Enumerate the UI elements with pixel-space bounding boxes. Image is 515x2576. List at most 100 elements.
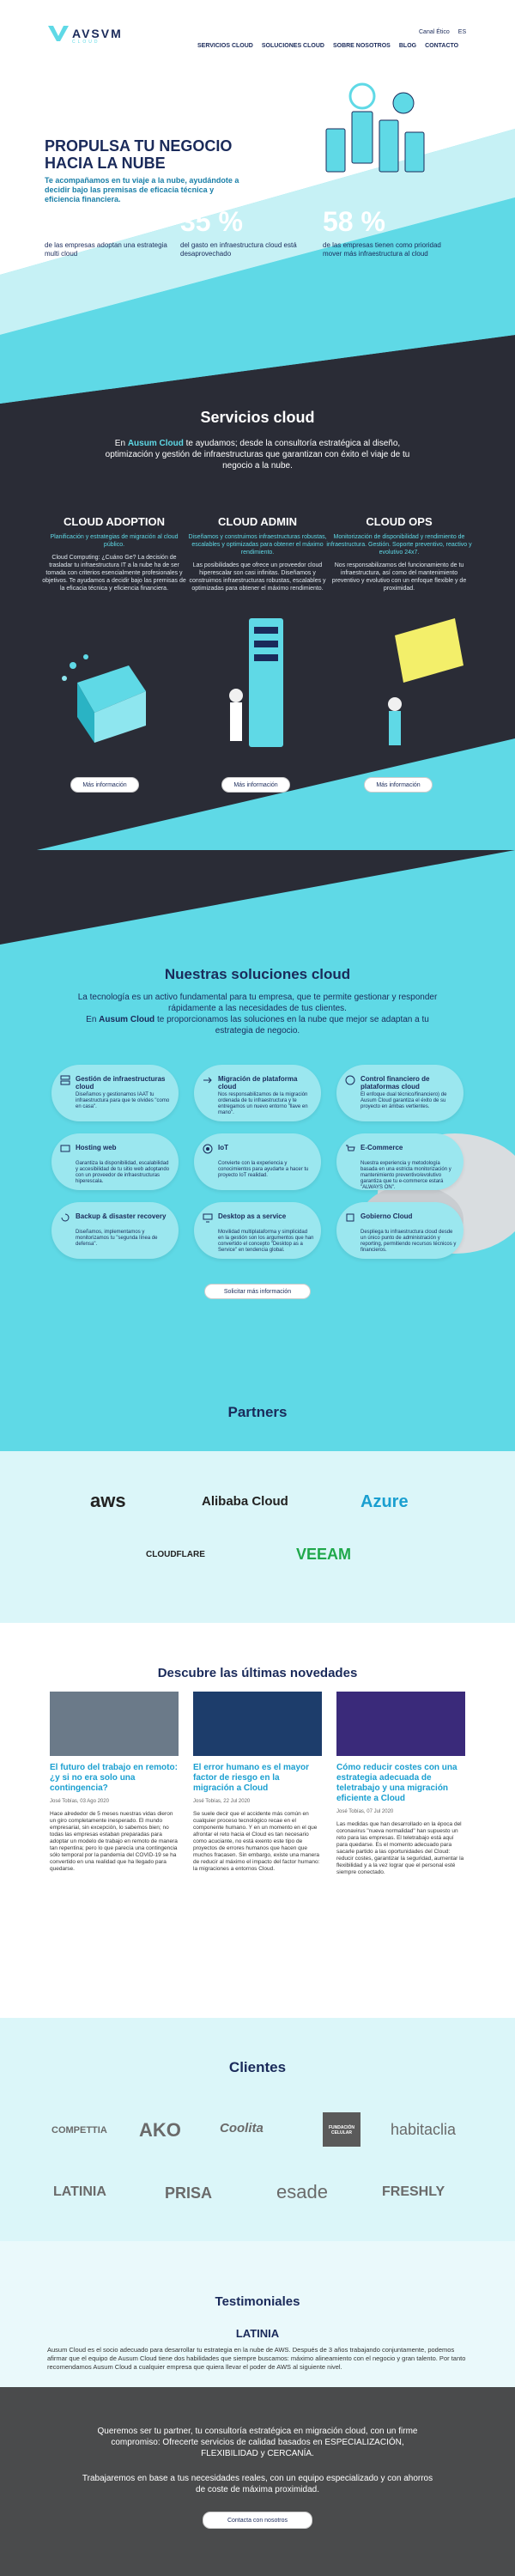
solution-card-ecommerce[interactable]: E-Commerce Nuestra experiencia y metodol… (336, 1133, 464, 1190)
stat-value: 35 % (180, 206, 243, 237)
server-icon (60, 1075, 70, 1085)
solution-card-text: Convierte con la experiencia y conocimie… (218, 1161, 309, 1178)
nav-contacto[interactable]: CONTACTO (425, 43, 459, 49)
partner-azure: Azure (360, 1492, 409, 1511)
solution-card-title: Hosting web (76, 1144, 117, 1151)
solution-card-migration[interactable]: Migración de plataforma cloud Nos respon… (194, 1065, 321, 1121)
blog-post-image[interactable] (336, 1692, 465, 1756)
services-intro-pre: En (114, 439, 128, 448)
service-cloud-adoption: CLOUD ADOPTION Planificación y estrategi… (41, 515, 187, 592)
cloud-admin-more-button[interactable]: Más información (221, 777, 290, 793)
client-coolita: Coolita (220, 2121, 264, 2136)
stat-value: 58 % (323, 206, 385, 237)
blog-post-date: José Tobías, 03 Ago 2020 (50, 1799, 109, 1804)
footer-commitment: Queremos ser tu partner, tu consultoría … (97, 2427, 418, 2458)
nav-sobre-nosotros[interactable]: SOBRE NOSOTROS (332, 43, 391, 49)
solution-card-text: Nos responsabilizamos de la migración or… (218, 1092, 308, 1115)
solutions-intro-brand: Ausum Cloud (99, 1015, 155, 1024)
cloud-adoption-more-button[interactable]: Más información (70, 777, 139, 793)
testimonial-text: Ausum Cloud es el socio adecuado para de… (47, 2346, 466, 2371)
solution-card-text: Garantiza la disponibilidad, escalabilid… (76, 1161, 170, 1184)
stat-label: del gasto en infraestructura cloud está … (180, 241, 297, 258)
solution-card-title: Migración de plataforma cloud (218, 1075, 298, 1091)
client-fundacion: FUNDACIÓN CELULAR (323, 2112, 360, 2147)
nav-soluciones-cloud[interactable]: SOLUCIONES CLOUD (261, 43, 324, 49)
solutions-intro-pre: En (86, 1015, 100, 1024)
client-freshly: FRESHLY (382, 2184, 445, 2199)
solution-card-iot[interactable]: IoT Convierte con la experiencia y conoc… (194, 1133, 321, 1190)
cloud-ops-more-button[interactable]: Más información (364, 777, 433, 793)
request-info-button[interactable]: Solicitar más información (204, 1284, 311, 1299)
server-stack-illustration (325, 82, 425, 173)
clients-title: Clientes (228, 2059, 287, 2075)
blog-post-text: Las medidas que han desarrollado en la é… (336, 1821, 464, 1875)
partner-veeam: VEEAM (296, 1546, 352, 1563)
service-text: Nos responsabilizamos del funcionamiento… (331, 562, 467, 592)
client-esade: esade (276, 2181, 328, 2202)
migration-icon (203, 1077, 212, 1084)
language-selector[interactable]: ES (457, 29, 467, 35)
partners-section (0, 1451, 515, 1623)
service-highlight: Diseñamos y construimos infraestructuras… (188, 534, 327, 556)
blog-post-text: Se suele decir que el accidente más comú… (193, 1811, 320, 1872)
blog-post[interactable]: El error humano es el mayor factor de ri… (193, 1692, 322, 1873)
solutions-intro-line2: En Ausum Cloud te proporcionamos las sol… (77, 1014, 438, 1036)
nav-blog[interactable]: BLOG (398, 43, 417, 49)
solution-card-infra-management[interactable]: Gestión de infraestructuras cloud Diseña… (52, 1065, 179, 1121)
solution-card-financial-control[interactable]: Control financiero de plataformas cloud … (336, 1065, 464, 1121)
blog-post-title[interactable]: El error humano es el mayor factor de ri… (193, 1763, 310, 1793)
stat-label: de las empresas adoptan una estrategia m… (45, 241, 167, 258)
blog-post-date: José Tobías, 07 Jul 2020 (336, 1809, 394, 1814)
service-title: CLOUD ADMIN (218, 515, 297, 528)
solution-card-text: Nuestra experiencia y metodología basada… (360, 1161, 451, 1190)
solution-card-hosting[interactable]: Hosting web Garantiza la disponibilidad,… (52, 1133, 179, 1190)
main-nav: SERVICIOS CLOUD SOLUCIONES CLOUD SOBRE N… (197, 43, 458, 49)
brand-sub: CLOUD (72, 39, 100, 45)
blog-post-image[interactable] (50, 1692, 179, 1756)
client-compettia: COMPETTIA (52, 2125, 107, 2136)
solution-card-title: Gobierno Cloud (360, 1212, 413, 1220)
testimonials-section (0, 2241, 515, 2387)
solution-card-title: Control financiero de plataformas cloud (360, 1075, 430, 1091)
nav-servicios-cloud[interactable]: SERVICIOS CLOUD (197, 43, 253, 49)
solution-card-governance[interactable]: Gobierno Cloud Despliega tu infraestruct… (336, 1202, 464, 1259)
canal-etico-link[interactable]: Canal Ético (419, 29, 450, 35)
service-cloud-ops: CLOUD OPS Monitorización de disponibilid… (326, 515, 472, 592)
cloud-ops-illustration (388, 618, 464, 745)
hero-title: PROPULSA TU NEGOCIO HACIA LA NUBE (45, 137, 233, 172)
services-intro-brand: Ausum Cloud (127, 439, 184, 448)
blog-post-text: Hace alrededor de 5 meses nuestras vidas… (50, 1811, 178, 1872)
desktop-icon (203, 1213, 213, 1223)
blog-post-title[interactable]: El futuro del trabajo en remoto: ¿y si n… (50, 1763, 178, 1793)
testimonial-logo: LATINIA (235, 2327, 280, 2340)
stat-value: 84 % (45, 206, 107, 237)
blog-title: Descubre las últimas novedades (157, 1666, 358, 1680)
brand-logo[interactable]: AVSVM CLOUD (48, 26, 123, 45)
client-latinia: LATINIA (53, 2184, 106, 2199)
solutions-title: Nuestras soluciones cloud (164, 966, 351, 982)
service-highlight: Monitorización de disponibilidad y rendi… (326, 534, 472, 556)
client-prisa: PRISA (165, 2184, 213, 2202)
blog-post[interactable]: El futuro del trabajo en remoto: ¿y si n… (50, 1692, 179, 1873)
cloud-adoption-illustration (62, 654, 146, 743)
contact-button[interactable]: Contacta con nosotros (203, 2512, 312, 2529)
partner-cloudflare: CLOUDFLARE (146, 1550, 205, 1559)
solution-card-daas[interactable]: Desktop as a service Movilidad multiplat… (194, 1202, 321, 1259)
partner-aws: aws (90, 1490, 126, 1511)
solution-card-text: Diseñamos y gestionamos IAAT tu infraest… (76, 1092, 170, 1109)
iot-icon (203, 1144, 213, 1154)
solution-card-backup[interactable]: Backup & disaster recovery Diseñamos, im… (52, 1202, 179, 1259)
solutions-intro-post: te proporcionamos las soluciones en la n… (154, 1015, 429, 1036)
services-intro: En Ausum Cloud te ayudamos; desde la con… (94, 438, 421, 471)
client-ako: AKO (139, 2119, 181, 2141)
blog-post[interactable]: Cómo reducir costes con una estrategia a… (336, 1692, 465, 1876)
blog-post-image[interactable] (193, 1692, 322, 1756)
cart-icon (346, 1145, 355, 1151)
service-text: Cloud Computing: ¿Cuáno Ge? La decisión … (42, 555, 186, 592)
footer-needs: Trabajaremos en base a tus necesidades r… (82, 2474, 433, 2494)
service-highlight: Planificación y estrategias de migración… (50, 534, 179, 548)
solution-card-title: E-Commerce (360, 1144, 403, 1151)
solution-card-title: Gestión de infraestructuras cloud (76, 1075, 166, 1091)
footer-section (0, 2387, 515, 2576)
blog-post-title[interactable]: Cómo reducir costes con una estrategia a… (336, 1763, 457, 1803)
